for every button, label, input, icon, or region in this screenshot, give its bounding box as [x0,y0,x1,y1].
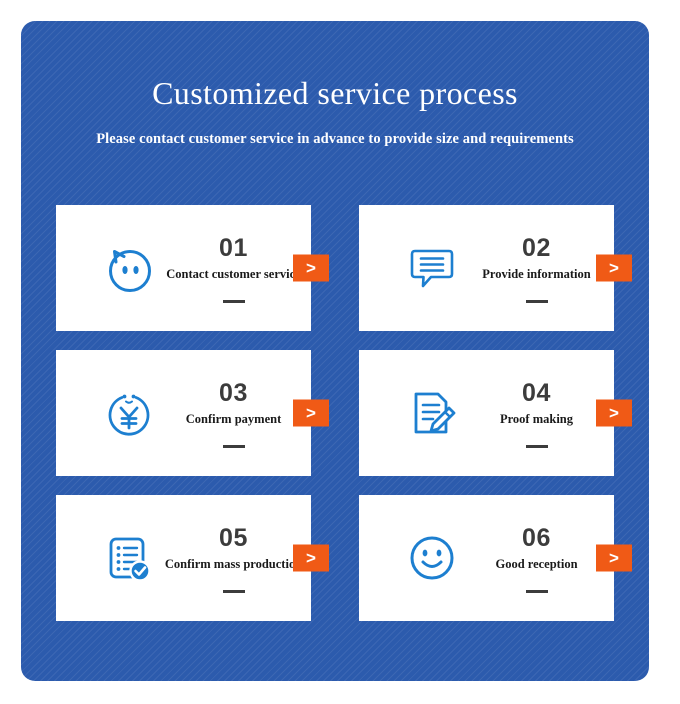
process-step-row: 01 Contact customer service > [56,205,632,331]
next-step-arrow-button[interactable]: > [293,399,329,427]
process-step-card-04[interactable]: 04 Proof making > [359,350,632,476]
process-step-text: 06 Good reception [465,524,614,593]
step-divider-dash [222,299,245,303]
process-step-text: 03 Confirm payment [162,379,311,448]
step-label: Proof making [499,411,574,426]
step-label: Confirm mass production [164,556,303,571]
step-number: 06 [521,523,551,552]
step-number: 04 [521,378,551,407]
process-step-row: 03 Confirm payment > [56,350,632,476]
next-step-arrow-button[interactable]: > [596,254,632,282]
step-number: 03 [218,378,248,407]
step-divider-dash [525,589,548,593]
process-step-card-01[interactable]: 01 Contact customer service > [56,205,329,331]
step-divider-dash [525,444,548,448]
panel-header: Customized service process Please contac… [21,74,649,148]
customer-service-face-icon [96,235,162,301]
step-label: Provide information [482,266,591,281]
process-step-card-05[interactable]: 05 Confirm mass production > [56,495,329,621]
process-step-text: 02 Provide information [465,234,614,303]
speech-bubble-lines-icon [399,235,465,301]
process-step-text: 04 Proof making [465,379,614,448]
process-step-text: 01 Contact customer service [162,234,311,303]
process-step-row: 05 Confirm mass production > [56,495,632,621]
process-step-text: 05 Confirm mass production [162,524,311,593]
step-number: 05 [218,523,248,552]
process-step-card-02[interactable]: 02 Provide information > [359,205,632,331]
step-label: Confirm payment [185,411,282,426]
step-divider-dash [525,299,548,303]
next-step-arrow-button[interactable]: > [596,544,632,572]
yuan-coin-face-icon [96,380,162,446]
service-process-panel: Customized service process Please contac… [21,21,649,681]
smiley-face-icon [399,525,465,591]
step-label: Contact customer service [166,266,301,281]
page-title: Customized service process [152,75,518,111]
page-subtitle: Please contact customer service in advan… [96,131,574,147]
next-step-arrow-button[interactable]: > [293,254,329,282]
process-step-card-03[interactable]: 03 Confirm payment > [56,350,329,476]
next-step-arrow-button[interactable]: > [293,544,329,572]
step-divider-dash [222,444,245,448]
next-step-arrow-button[interactable]: > [596,399,632,427]
checklist-check-badge-icon [96,525,162,591]
document-pencil-icon [399,380,465,446]
process-step-grid: 01 Contact customer service > [56,205,632,621]
step-number: 01 [218,233,248,262]
step-number: 02 [521,233,551,262]
process-step-card-06[interactable]: 06 Good reception > [359,495,632,621]
step-label: Good reception [495,556,578,571]
step-divider-dash [222,589,245,593]
